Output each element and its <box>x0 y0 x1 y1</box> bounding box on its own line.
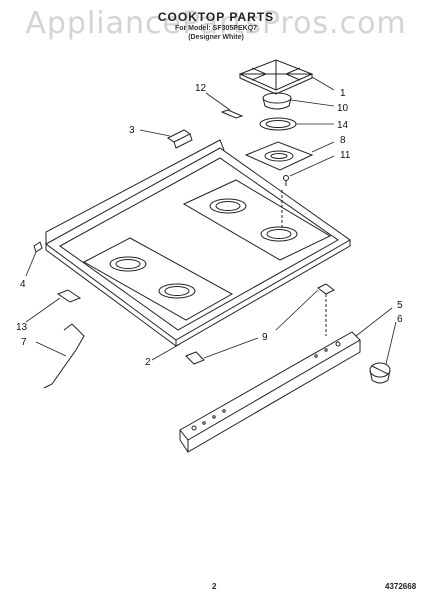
watermark: AppliancePartsPros.com <box>25 6 407 41</box>
bracket-12 <box>220 109 244 119</box>
document-number: 4372668 <box>385 582 417 591</box>
control-knob <box>369 362 391 384</box>
callout-label: 4 <box>20 279 26 290</box>
callout-label: 5 <box>397 300 403 311</box>
callout-label: 9 <box>262 332 268 343</box>
page-number: 2 <box>212 582 217 591</box>
manifold-panel <box>179 331 361 453</box>
diagram-title: COOKTOP PARTS <box>157 10 275 24</box>
bracket-13 <box>56 289 82 303</box>
callout-label: 8 <box>340 135 346 146</box>
burner-cap <box>262 92 292 110</box>
callout-label: 3 <box>129 125 135 136</box>
callout-label: 10 <box>337 103 349 114</box>
bracket-3 <box>167 129 193 149</box>
rod-7 <box>43 323 85 389</box>
callout-label: 6 <box>397 314 403 325</box>
model-number: For Model: SF305PEKQ7 <box>174 25 258 32</box>
clip-4 <box>33 241 43 253</box>
callout-label: 14 <box>337 120 349 131</box>
callout-label: 1 <box>340 88 346 99</box>
callout-label: 13 <box>16 322 28 333</box>
clip-9-right <box>317 283 335 295</box>
burner-ring <box>259 117 297 131</box>
leader-lines <box>25 76 397 365</box>
callout-label: 7 <box>21 337 27 348</box>
color-variant: (Designer White) <box>188 34 244 41</box>
burner-base-plate <box>244 141 314 171</box>
screw <box>283 175 289 186</box>
cooktop-main <box>45 139 351 347</box>
burner-grate <box>238 59 314 95</box>
callout-label: 2 <box>145 357 151 368</box>
callout-label: 12 <box>195 83 207 94</box>
callout-label: 11 <box>340 150 351 161</box>
clip-9-left <box>185 351 205 365</box>
